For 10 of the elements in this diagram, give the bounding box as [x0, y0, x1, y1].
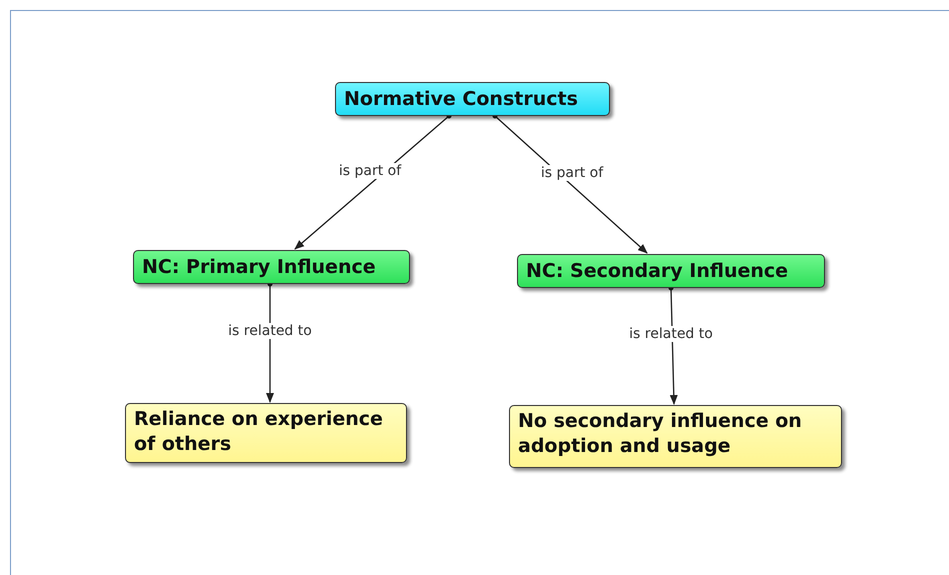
concept-box: NC: Secondary Influence [517, 254, 825, 288]
arrow [492, 114, 648, 254]
concept-box: Reliance on experience of others [125, 403, 407, 463]
concept-box: No secondary influence on adoption and usage [509, 405, 842, 468]
arrow [294, 114, 452, 250]
edge-label: is related to [226, 323, 314, 339]
arrow [266, 282, 274, 403]
concept-box: Normative Constructs [335, 82, 610, 116]
concept-box: NC: Primary Influence [133, 250, 410, 284]
edge-label: is related to [627, 326, 715, 342]
